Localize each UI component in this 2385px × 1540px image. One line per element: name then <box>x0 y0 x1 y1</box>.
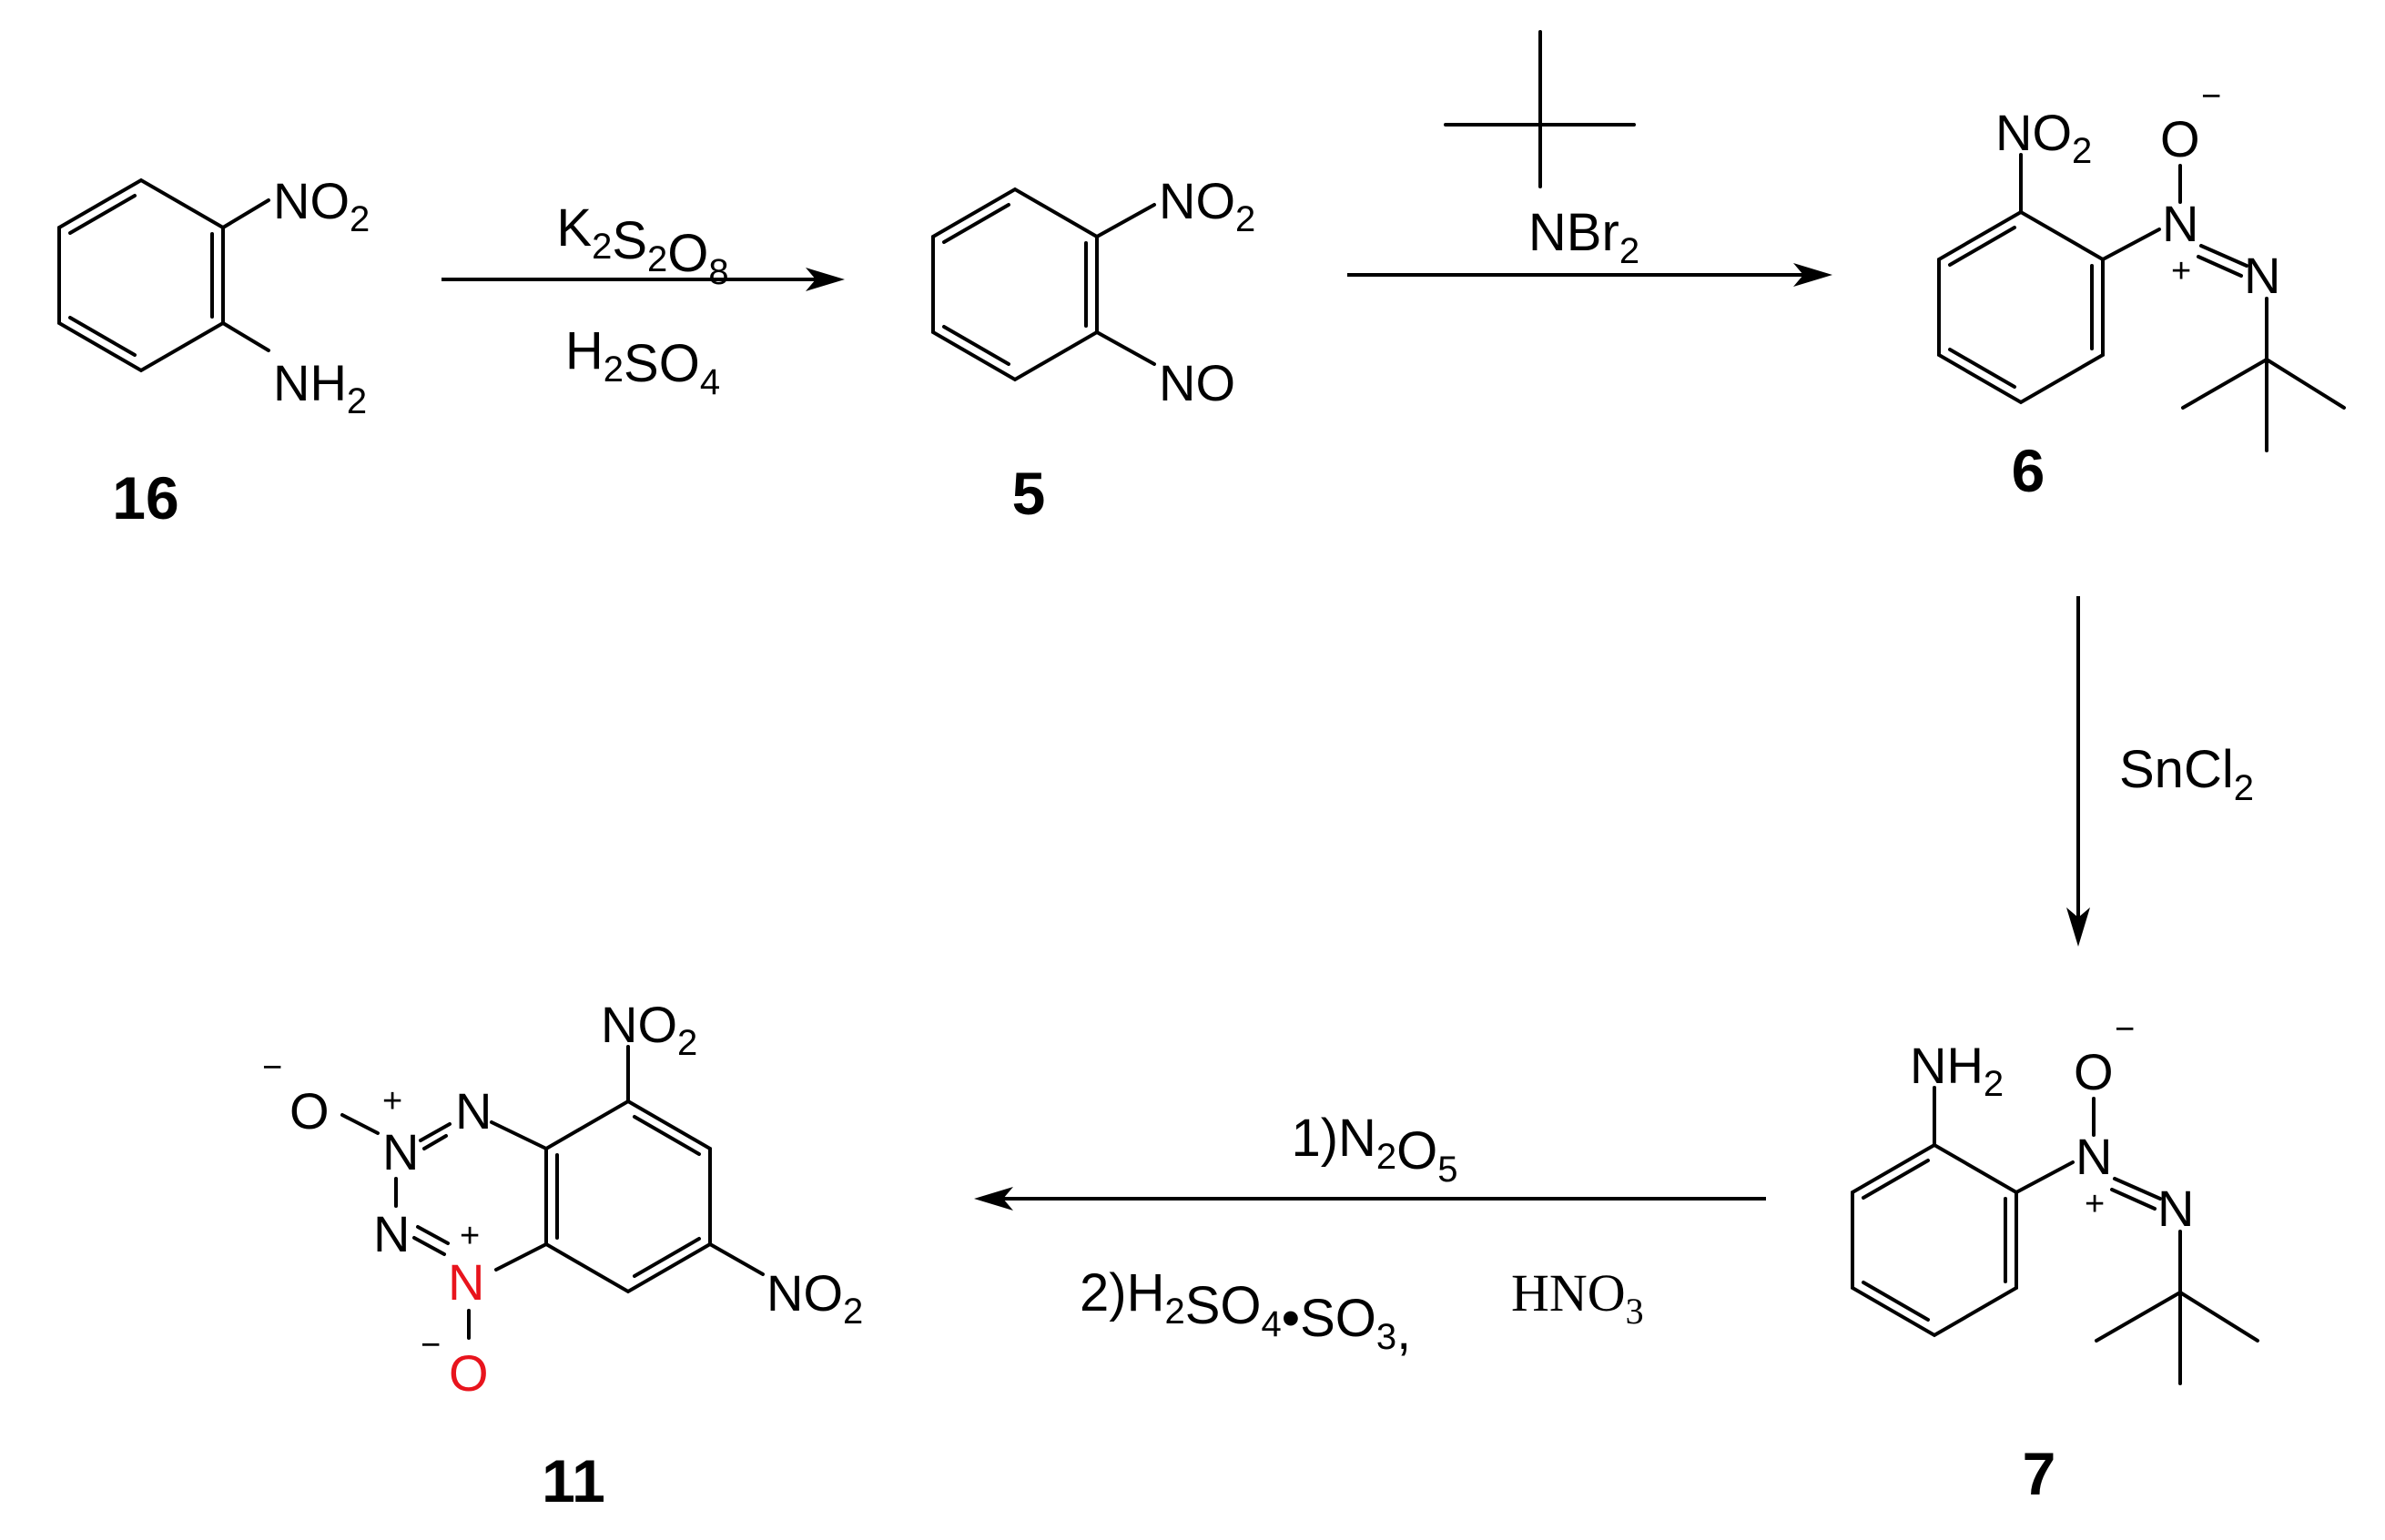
reagent-hno3: HNO3 <box>1511 1263 1644 1332</box>
substituent-no2-16: NO2 <box>273 172 370 239</box>
atom-n-c-11: N <box>373 1205 410 1262</box>
reagent-sncl2: SnCl2 <box>2119 740 2254 808</box>
atom-oxide-7: O <box>2074 1043 2114 1100</box>
triazine-ring-11: N N + O − N N + O − <box>262 1049 548 1402</box>
bond-c-nplus-6 <box>2101 228 2161 261</box>
reagent-k2s2o8: K2S2O8 <box>556 198 728 292</box>
atom-n-azo-6: N <box>2244 247 2280 304</box>
bond-c-no2-5 <box>1095 203 1156 238</box>
charge-plus-6: + <box>2171 252 2191 290</box>
atom-n-plus-6: N <box>2162 195 2198 252</box>
atom-oxide-bottom-11: O <box>449 1344 489 1402</box>
atom-n-plus-7: N <box>2075 1128 2112 1185</box>
bond-n-n-b-6 <box>2197 255 2243 278</box>
substituent-no-5: NO <box>1159 354 1235 411</box>
atom-n-plus-b-11: N <box>382 1123 419 1180</box>
compound-7: NH2 N + O − N 7 <box>1851 1010 2259 1507</box>
atom-oxide-6: O <box>2160 110 2200 167</box>
charge-minus-6: − <box>2201 77 2221 116</box>
compound-label-5: 5 <box>1012 460 1046 527</box>
bond-c-no2-16 <box>221 198 270 229</box>
bond-c-nplus-7 <box>2015 1160 2075 1194</box>
bond-n-o-left-11 <box>340 1113 380 1135</box>
tert-butyl-group-reagent <box>1444 30 1636 188</box>
reaction-arrow-3: SnCl2 <box>2066 596 2254 947</box>
reaction-arrow-2: NBr2 <box>1347 30 1832 287</box>
charge-plus-b-11: + <box>382 1082 402 1120</box>
charge-minus-bottom-11: − <box>421 1326 441 1364</box>
reagent-h2so4-1: H2SO4 <box>565 321 720 402</box>
benzene-ring-6 <box>1937 209 2105 405</box>
compound-label-6: 6 <box>2012 437 2045 504</box>
reagent-step4-line2: 2)H2SO4•SO3, <box>1080 1263 1411 1361</box>
atom-n-azo-7: N <box>2157 1180 2194 1237</box>
tert-butyl-group-6 <box>2181 297 2346 452</box>
benzene-ring-5 <box>931 187 1099 382</box>
bond-c-nh2-16 <box>221 321 270 352</box>
compound-6: NO2 N + O − N 6 <box>1937 77 2346 504</box>
benzene-ring-11 <box>544 1099 712 1294</box>
atom-n-a-11: N <box>455 1082 492 1140</box>
compound-11: NO2 NO2 N N + O − N N + O − 11 <box>262 996 863 1515</box>
charge-plus-d-11: + <box>460 1217 480 1255</box>
compound-5: NO2 NO 5 <box>931 172 1255 527</box>
reaction-arrow-1: K2S2O8 H2SO4 <box>441 198 845 402</box>
reagent-step4-line1: 1)N2O5 <box>1291 1109 1457 1190</box>
compound-label-11: 11 <box>542 1447 605 1515</box>
compound-label-16: 16 <box>112 464 178 532</box>
substituent-nh2-16: NH2 <box>273 354 367 421</box>
substituent-nh2-7: NH2 <box>1910 1037 2004 1104</box>
bond-c-no2-right-11 <box>708 1242 765 1276</box>
compound-16: NO2 NH2 16 <box>57 172 370 532</box>
charge-minus-left-11: − <box>262 1049 282 1087</box>
substituent-no2-6: NO2 <box>1995 104 2092 171</box>
bond-c-no-5 <box>1095 330 1156 366</box>
atom-oxide-left-11: O <box>289 1082 330 1140</box>
tert-butyl-group-7 <box>2095 1230 2259 1385</box>
charge-plus-7: + <box>2085 1185 2105 1223</box>
bond-n-n-a-6 <box>2199 244 2248 268</box>
benzene-ring-16 <box>57 177 225 373</box>
atom-n-plus-d-11: N <box>448 1253 484 1311</box>
reaction-arrow-4: 1)N2O5 2)H2SO4•SO3, HNO3 <box>974 1109 1766 1361</box>
substituent-no2-right-11: NO2 <box>766 1264 863 1332</box>
substituent-no2-top-11: NO2 <box>601 996 697 1063</box>
reagent-nbr2: NBr2 <box>1528 203 1639 271</box>
charge-minus-7: − <box>2115 1010 2135 1049</box>
bond-n-n-a-7 <box>2113 1177 2162 1201</box>
bond-n-n-b-7 <box>2110 1188 2157 1211</box>
substituent-no2-5: NO2 <box>1159 172 1255 239</box>
benzene-ring-7 <box>1851 1142 2018 1338</box>
compound-label-7: 7 <box>2023 1440 2056 1507</box>
